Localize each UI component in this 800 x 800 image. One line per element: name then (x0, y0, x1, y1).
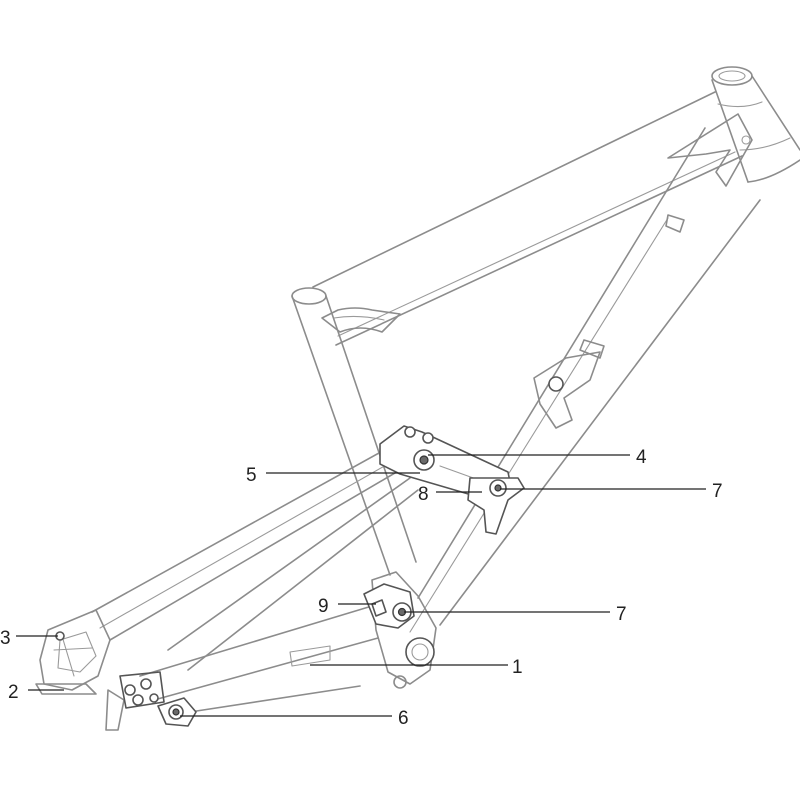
callout-8: 8 (418, 484, 429, 505)
callout-3: 3 (0, 628, 11, 649)
head-tube-gusset (667, 113, 753, 187)
chain-stays (139, 605, 379, 713)
callout-2: 2 (8, 682, 19, 703)
callout-leaders (16, 454, 706, 717)
callout-7-lower: 7 (616, 604, 627, 625)
callout-labels: 1 2 3 4 5 6 7 7 8 9 (0, 447, 723, 729)
top-tube-gusset (321, 307, 401, 333)
seat-stays (91, 447, 419, 671)
rear-dropout (35, 609, 125, 731)
bottom-bracket-area (371, 571, 437, 689)
rear-axle-pivot (55, 631, 165, 709)
callout-6: 6 (398, 708, 409, 729)
seat-tube (291, 287, 417, 576)
callout-7-upper: 7 (712, 481, 723, 502)
lower-pivot-link (363, 583, 415, 629)
callout-9: 9 (318, 596, 329, 617)
shock-mount-bracket (533, 351, 601, 429)
callout-4: 4 (636, 447, 647, 468)
callout-1: 1 (512, 657, 523, 678)
down-tube (409, 127, 761, 633)
head-tube (711, 66, 800, 183)
cable-guides (579, 214, 685, 359)
frame-outline (35, 66, 800, 731)
chainstay-pivot (157, 697, 197, 727)
callout-5: 5 (246, 465, 257, 486)
top-tube (312, 91, 743, 346)
